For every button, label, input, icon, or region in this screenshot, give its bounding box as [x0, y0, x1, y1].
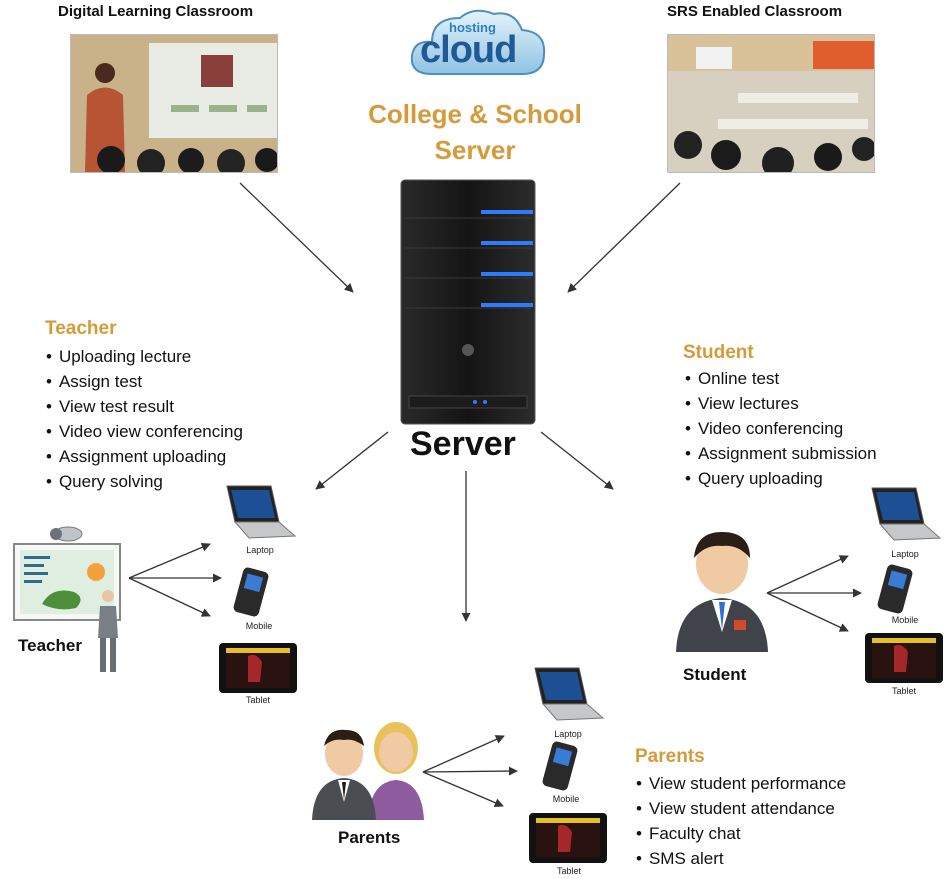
- teacher-whiteboard-icon: [13, 526, 121, 672]
- teacher-mobile-label: Mobile: [245, 621, 273, 631]
- teacher-feature-list: Uploading lecture Assign test View test …: [46, 344, 243, 494]
- teacher-mobile-icon: [233, 567, 269, 617]
- arrow-left-classroom-to-server: [239, 182, 354, 293]
- teacher-figure-label: Teacher: [18, 636, 82, 655]
- parents-mobile-icon: [542, 741, 578, 791]
- teacher-feature: Uploading lecture: [46, 344, 243, 369]
- parents-tablet-icon: [529, 813, 607, 863]
- teacher-feature: Assign test: [46, 369, 243, 394]
- arrow-student-to-laptop: [766, 555, 849, 594]
- parents-avatar-icon: [312, 722, 424, 820]
- server-tower-icon: [400, 179, 536, 425]
- teacher-laptop-icon: [226, 485, 297, 539]
- student-figure-label: Student: [683, 665, 747, 684]
- arrow-parents-to-tablet: [422, 771, 504, 807]
- arrow-teacher-to-laptop: [128, 542, 211, 579]
- arrow-teacher-to-tablet: [128, 577, 211, 617]
- student-tablet-label: Tablet: [891, 686, 917, 696]
- arrow-student-to-tablet: [766, 592, 849, 632]
- logo-small-text: hosting: [449, 20, 496, 35]
- parents-tablet-label: Tablet: [556, 866, 582, 876]
- center-title-line2: Server: [434, 135, 516, 165]
- parents-mobile-label: Mobile: [552, 794, 580, 804]
- digital-classroom-photo: [70, 34, 278, 173]
- student-mobile-icon: [877, 564, 913, 614]
- teacher-tablet-icon: [219, 643, 297, 693]
- parents-laptop-icon: [534, 667, 605, 721]
- parents-feature: View student performance: [636, 771, 846, 796]
- arrow-parents-to-laptop: [422, 735, 505, 773]
- teacher-feature: Query solving: [46, 469, 243, 494]
- student-feature: Online test: [685, 366, 877, 391]
- teacher-feature: Assignment uploading: [46, 444, 243, 469]
- parents-feature: Faculty chat: [636, 821, 846, 846]
- server-label: Server: [410, 425, 516, 463]
- arrow-parents-to-mobile: [422, 766, 518, 776]
- arrow-server-to-student: [540, 431, 614, 490]
- student-laptop-label: Laptop: [891, 549, 919, 559]
- teacher-feature: View test result: [46, 394, 243, 419]
- left-classroom-caption: Digital Learning Classroom: [58, 3, 254, 20]
- student-title: Student: [683, 342, 754, 363]
- student-mobile-label: Mobile: [891, 615, 919, 625]
- student-feature-list: Online test View lectures Video conferen…: [685, 366, 877, 491]
- digital-classroom-illustration: [71, 35, 277, 172]
- teacher-tablet-label: Tablet: [245, 695, 271, 705]
- parents-feature: View student attendance: [636, 796, 846, 821]
- student-avatar-icon: [676, 532, 768, 652]
- srs-classroom-illustration: [668, 35, 874, 172]
- srs-classroom-photo: [667, 34, 875, 173]
- arrow-server-to-teacher: [315, 431, 389, 490]
- teacher-laptop-label: Laptop: [246, 545, 274, 555]
- center-title-line1: College & School: [368, 99, 582, 129]
- student-laptop-icon: [871, 487, 942, 541]
- parents-figure-label: Parents: [338, 828, 401, 847]
- student-tablet-icon: [865, 633, 943, 683]
- hosting-cloud-logo: [410, 9, 546, 75]
- student-feature: Query uploading: [685, 466, 877, 491]
- parents-title: Parents: [635, 746, 705, 767]
- parents-feature: SMS alert: [636, 846, 846, 871]
- center-title: College & School Server: [345, 96, 605, 168]
- parents-laptop-label: Laptop: [554, 729, 582, 739]
- right-classroom-caption: SRS Enabled Classroom: [667, 3, 843, 20]
- student-feature: View lectures: [685, 391, 877, 416]
- student-feature: Assignment submission: [685, 441, 877, 466]
- logo-big-text: cloud: [420, 29, 517, 71]
- teacher-title: Teacher: [45, 318, 117, 339]
- student-feature: Video conferencing: [685, 416, 877, 441]
- arrow-right-classroom-to-server: [567, 182, 681, 293]
- teacher-feature: Video view conferencing: [46, 419, 243, 444]
- parents-feature-list: View student performance View student at…: [636, 771, 846, 871]
